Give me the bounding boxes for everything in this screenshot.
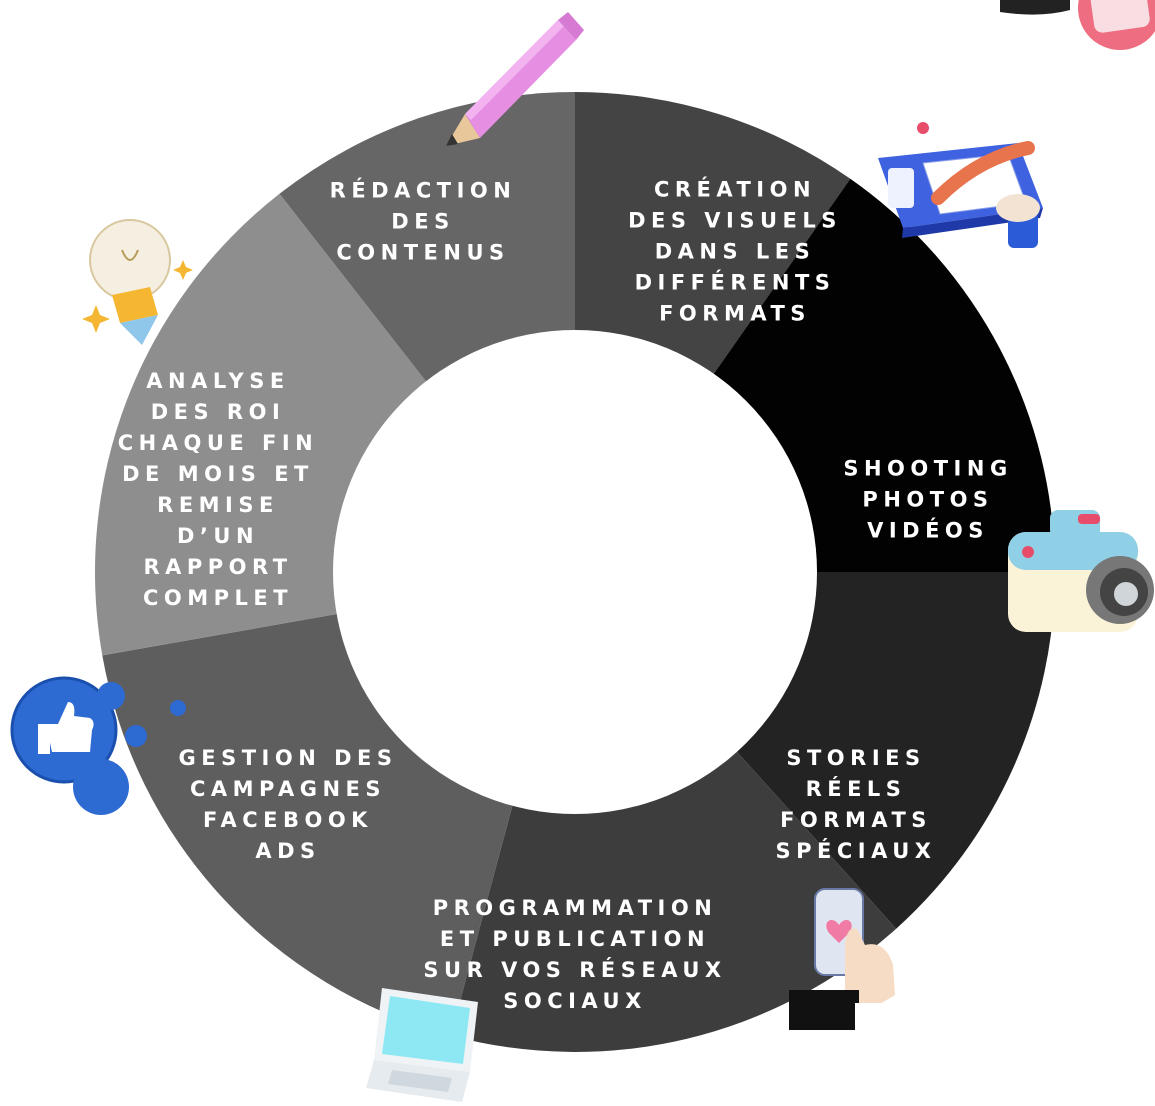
drawing-tablet-icon bbox=[878, 122, 1043, 248]
laptop-icon bbox=[366, 988, 478, 1102]
heart-badge-icon bbox=[1000, 0, 1155, 50]
label-stories: STORIES RÉELS FORMATS SPÉCIAUX bbox=[775, 746, 937, 863]
facebook-like-icon bbox=[10, 676, 186, 815]
center-hole bbox=[333, 330, 817, 814]
pencil-icon bbox=[446, 12, 584, 146]
lightbulb-icon bbox=[82, 219, 193, 345]
label-shooting: SHOOTING PHOTOS VIDÉOS bbox=[843, 456, 1013, 543]
label-creation: CRÉATION DES VISUELS DANS LES DIFFÉRENTS… bbox=[628, 177, 842, 326]
label-gestion: GESTION DES CAMPAGNES FACEBOOK ADS bbox=[178, 746, 398, 863]
label-programmation: PROGRAMMATION ET PUBLICATION SUR VOS RÉS… bbox=[423, 896, 727, 1013]
camera-icon bbox=[1008, 510, 1154, 632]
smartphone-like-icon bbox=[789, 888, 915, 1030]
label-analyse: ANALYSE DES ROI CHAQUE FIN DE MOIS ET RE… bbox=[117, 369, 319, 610]
label-redaction: RÉDACTION DES CONTENUS bbox=[329, 178, 517, 265]
